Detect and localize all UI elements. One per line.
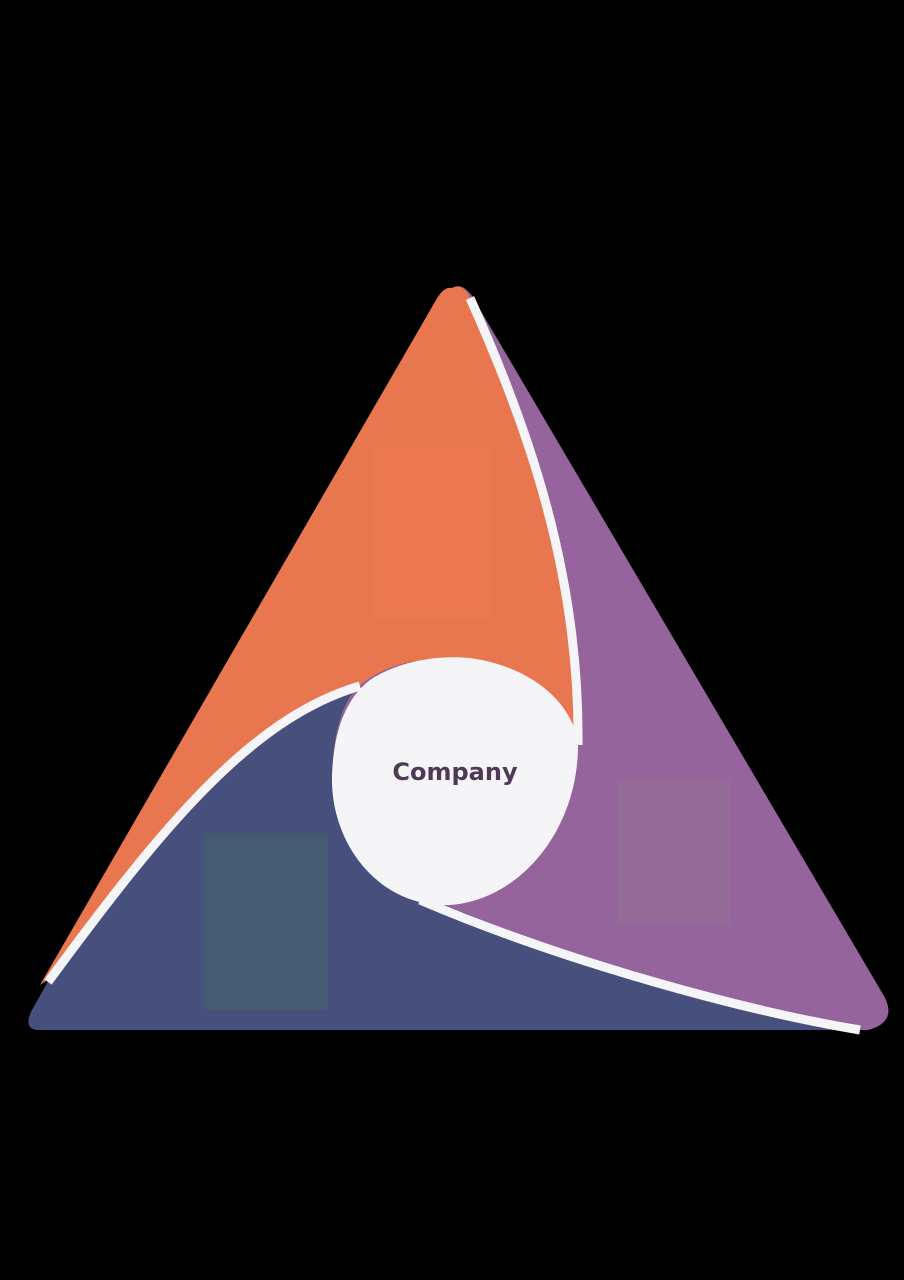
separator-top-right [465,296,583,746]
separator-bottom-right [418,895,861,1035]
center-circle [331,657,578,906]
placeholder-left [204,833,328,1010]
placeholder-right [617,780,730,924]
placeholder-top [371,447,490,619]
separator-top-left [44,681,362,985]
center-label: Company [392,758,518,786]
